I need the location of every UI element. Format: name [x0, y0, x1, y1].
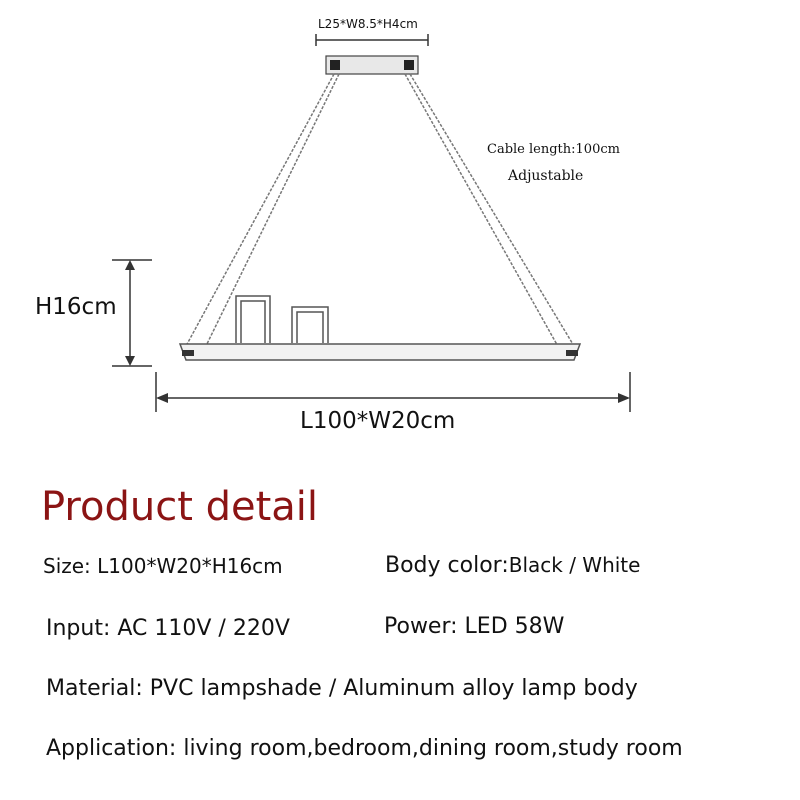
height-dimension-line [112, 259, 152, 367]
input-spec: Input: AC 110V / 220V [46, 616, 290, 641]
material-spec: Material: PVC lampshade / Aluminum alloy… [46, 676, 638, 701]
length-dimension-line [155, 372, 631, 412]
body-color-label: Body color: [385, 553, 509, 578]
application-spec: Application: living room,bedroom,dining … [46, 736, 683, 761]
canopy-dimension-label: L25*W8.5*H4cm [318, 17, 418, 31]
length-dimension-label: L100*W20cm [300, 408, 456, 434]
power-spec: Power: LED 58W [384, 614, 565, 639]
body-color-spec: Body color:Black / White [385, 553, 640, 578]
suspension-cables [185, 73, 575, 351]
body-color-value: Black / White [508, 553, 641, 577]
product-detail-title: Product detail [41, 484, 319, 530]
adjustable-note: Adjustable [508, 168, 584, 184]
ceiling-canopy [325, 55, 419, 75]
size-spec: Size: L100*W20*H16cm [43, 554, 283, 578]
cable-length-note: Cable length:100cm [487, 142, 620, 157]
lamp-body [178, 295, 582, 361]
height-dimension-label: H16cm [35, 294, 117, 320]
canopy-dimension-line [315, 34, 429, 46]
